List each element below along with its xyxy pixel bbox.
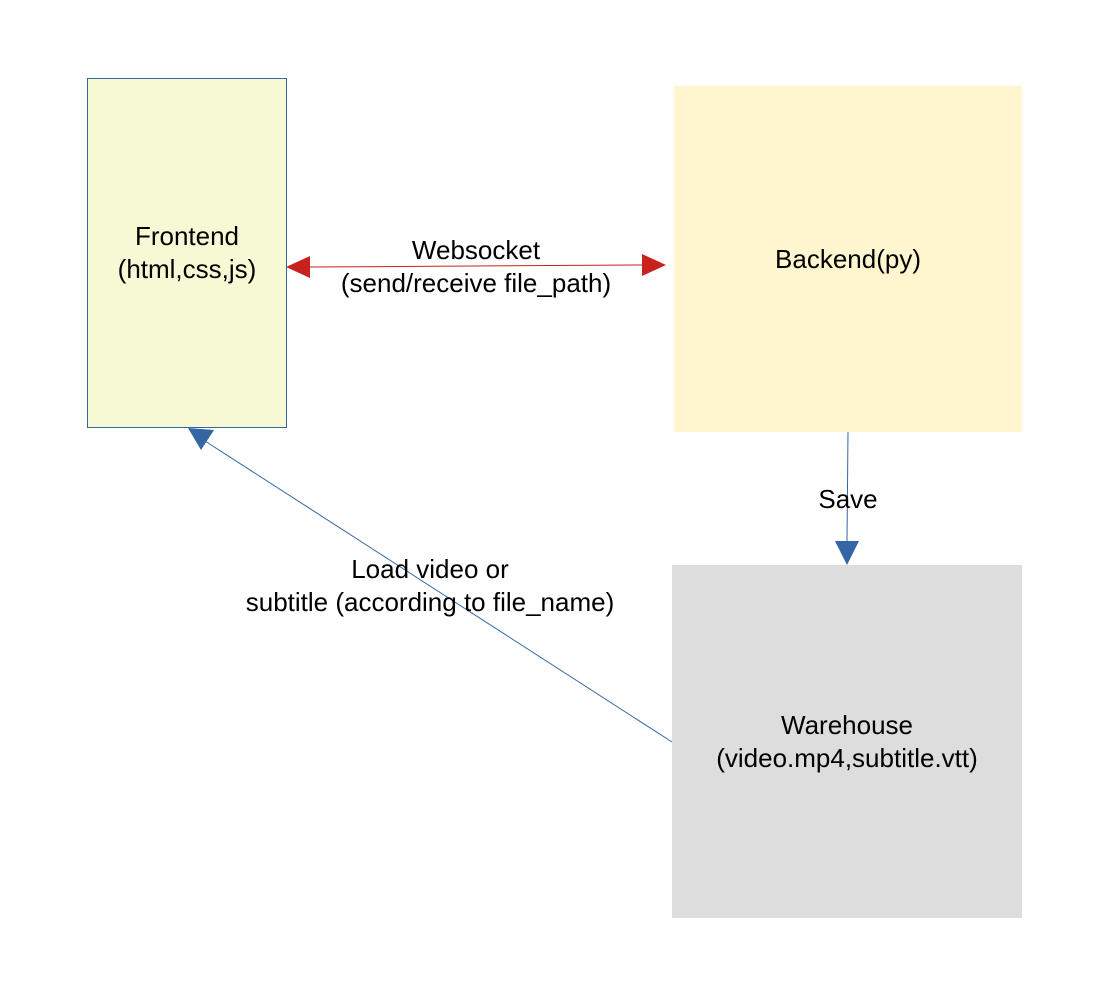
websocket-label: Websocket (send/receive file_path) xyxy=(316,234,636,300)
backend-node: Backend(py) xyxy=(674,86,1022,432)
load-arrowhead xyxy=(188,428,214,450)
warehouse-title: Warehouse xyxy=(781,709,913,740)
websocket-arrowhead-left xyxy=(286,256,310,278)
frontend-node: Frontend (html,css,js) xyxy=(87,78,287,428)
frontend-subtitle: (html,css,js) xyxy=(117,254,257,284)
warehouse-subtitle: (video.mp4,subtitle.vtt) xyxy=(716,742,978,773)
load-label-line1: Load video or xyxy=(351,554,509,584)
load-label-line2: subtitle (according to file_name) xyxy=(245,587,615,617)
warehouse-node: Warehouse (video.mp4,subtitle.vtt) xyxy=(672,565,1022,918)
save-arrowhead xyxy=(835,541,859,565)
websocket-label-line1: Websocket xyxy=(411,235,541,265)
websocket-arrowhead-right xyxy=(642,254,666,276)
save-label-line1: Save xyxy=(818,484,878,514)
save-label: Save xyxy=(808,483,888,516)
frontend-title: Frontend xyxy=(134,221,240,251)
websocket-label-line2: (send/receive file_path) xyxy=(340,268,612,298)
backend-title: Backend(py) xyxy=(775,243,921,274)
load-label: Load video or subtitle (according to fil… xyxy=(210,553,650,619)
